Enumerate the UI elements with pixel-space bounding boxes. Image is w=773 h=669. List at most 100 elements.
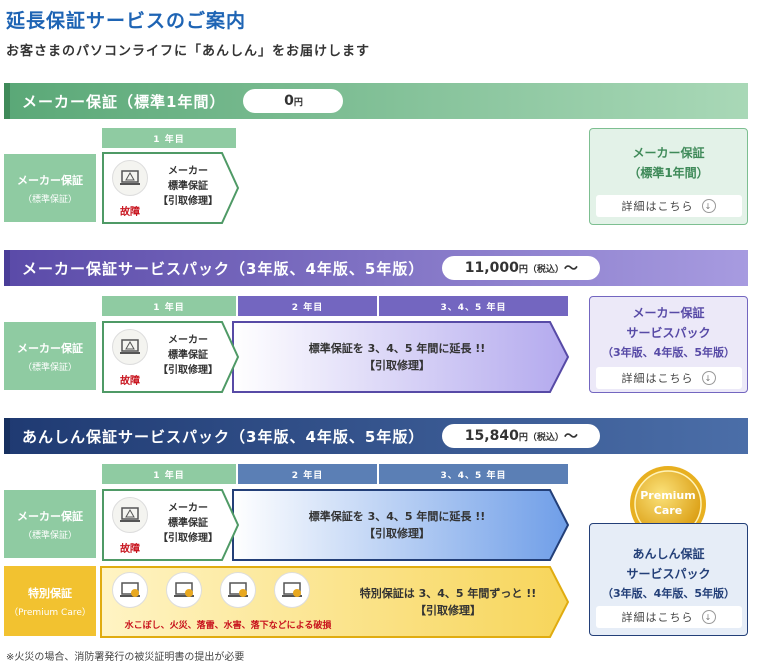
section1-standard-arrow: 故障 メーカー 標準保証 【引取修理】 — [102, 152, 240, 224]
footnote: ※火災の場合、消防署発行の被災証明書の提出が必要 — [6, 652, 245, 663]
section1-std-l3: 【引取修理】 — [158, 196, 218, 207]
section1-detail-label: 詳細はこちら — [621, 200, 694, 213]
section2-card: メーカー保証 サービスパック （3年版、4年版、5年版） 詳細はこちら ↓ — [589, 296, 748, 393]
section1-standard-text: メーカー 標準保証 【引取修理】 — [156, 164, 220, 209]
section1-card: メーカー保証 （標準1年間） 詳細はこちら ↓ — [589, 128, 748, 225]
laptop-warning-icon — [112, 329, 148, 365]
section3-price-value: 15,840 — [464, 428, 519, 444]
section2-std-l1: メーカー — [168, 335, 208, 346]
section1-price-value: 0 — [284, 93, 294, 109]
section3-special-text: 特別保証は 3、4、5 年間ずっと !! 【引取修理】 — [348, 585, 548, 619]
section2-standard-text: メーカー 標準保証 【引取修理】 — [156, 333, 220, 378]
fire-icon — [166, 572, 202, 608]
water-spill-icon — [112, 572, 148, 608]
section3-extension-text: 標準保証を 3、4、5 年間に延長 !! 【引取修理】 — [252, 508, 542, 542]
section2-extension-arrow: 標準保証を 3、4、5 年間に延長 !! 【引取修理】 — [232, 321, 570, 393]
info-arrow-icon: ↓ — [701, 199, 716, 213]
special-icons-row — [112, 572, 310, 608]
section2-detail-button[interactable]: 詳細はこちら ↓ — [595, 367, 742, 389]
section3-special-l2: 【引取修理】 — [415, 604, 481, 617]
section3-extension-arrow: 標準保証を 3、4、5 年間に延長 !! 【引取修理】 — [232, 489, 570, 561]
section3-std-l1: メーカー — [168, 503, 208, 514]
flood-icon — [274, 572, 310, 608]
section1-price-unit: 円 — [293, 97, 303, 108]
section2-price-unit: 円（税込） — [518, 264, 564, 275]
section1-left-label: メーカー保証 （標準保証） — [4, 154, 96, 222]
section3-title: あんしん保証サービスパック（3年版、4年版、5年版） — [22, 427, 425, 446]
section1-left-label-text: メーカー保証 — [17, 173, 83, 187]
section3-special-label: 特別保証 （Premium Care） — [4, 566, 96, 636]
section3-std-l3: 【引取修理】 — [158, 533, 218, 544]
section3-special-label-sub: （Premium Care） — [9, 607, 91, 618]
info-arrow-icon: ↓ — [701, 371, 716, 385]
section2-kosho: 故障 — [120, 376, 140, 387]
section1-std-l1: メーカー — [168, 166, 208, 177]
special-icons-caption: 水こぼし、火災、落雷、水害、落下などによる破損 — [124, 621, 332, 631]
section2-detail-label: 詳細はこちら — [621, 372, 694, 385]
section3-detail-button[interactable]: 詳細はこちら ↓ — [595, 606, 742, 628]
section3-price-tail: 〜 — [563, 429, 578, 445]
section3-special-label-text: 特別保証 — [28, 586, 72, 600]
section3-left-label-sub: （標準保証） — [22, 530, 77, 541]
section3-std-l2: 標準保証 — [168, 518, 208, 529]
medal-line2: Care — [653, 504, 683, 517]
section2-ext-l1: 標準保証を 3、4、5 年間に延長 !! — [308, 342, 486, 355]
page-title: 延長保証サービスのご案内 — [6, 10, 247, 32]
section2-year2-header: 2 年目 — [238, 296, 377, 316]
section3-card-versions: （3年版、4年版、5年版） — [602, 587, 735, 600]
section3-card-title: あんしん保証 — [632, 547, 705, 561]
section2-ext-l2: 【引取修理】 — [364, 359, 430, 372]
section3-year2-header: 2 年目 — [238, 464, 377, 484]
section3-kosho: 故障 — [120, 544, 140, 555]
section1-std-l2: 標準保証 — [168, 181, 208, 192]
section2-card-versions: （3年版、4年版、5年版） — [602, 346, 735, 359]
section3-price-unit: 円（税込） — [518, 432, 564, 443]
section3-standard-text: メーカー 標準保証 【引取修理】 — [156, 501, 220, 546]
medal-line1: Premium — [640, 489, 696, 502]
section3-card: あんしん保証 サービスパック （3年版、4年版、5年版） 詳細はこちら ↓ — [589, 523, 748, 636]
section2-year1-header: 1 年目 — [102, 296, 236, 316]
section1-kosho: 故障 — [120, 207, 140, 218]
section2-title: メーカー保証サービスパック（3年版、4年版、5年版） — [22, 259, 425, 278]
section2-card-subtitle: サービスパック — [626, 326, 711, 340]
section1-detail-button[interactable]: 詳細はこちら ↓ — [595, 195, 742, 217]
section1-card-subtitle: （標準1年間） — [628, 166, 709, 180]
section2-year3-header: 3、4、5 年目 — [379, 296, 568, 316]
section1-title: メーカー保証（標準1年間） — [22, 92, 226, 111]
section3-left-label: メーカー保証 （標準保証） — [4, 490, 96, 558]
section3-ext-l2: 【引取修理】 — [364, 527, 430, 540]
section2-extension-text: 標準保証を 3、4、5 年間に延長 !! 【引取修理】 — [252, 340, 542, 374]
lightning-icon — [220, 572, 256, 608]
section2-std-l2: 標準保証 — [168, 350, 208, 361]
section3-standard-arrow: 故障 メーカー 標準保証 【引取修理】 — [102, 489, 240, 561]
section1-year1-header: 1 年目 — [102, 128, 236, 148]
section3-card-subtitle: サービスパック — [626, 567, 711, 581]
section2-price-tail: 〜 — [563, 261, 578, 277]
section3-special-l1: 特別保証は 3、4、5 年間ずっと !! — [359, 587, 537, 600]
page-subtitle: お客さまのパソコンライフに「あんしん」をお届けします — [6, 44, 371, 59]
section3-year1-header: 1 年目 — [102, 464, 236, 484]
section2-left-label: メーカー保証 （標準保証） — [4, 322, 96, 390]
info-arrow-icon: ↓ — [701, 610, 716, 624]
section3-special-arrow: 水こぼし、火災、落雷、水害、落下などによる破損 特別保証は 3、4、5 年間ずっ… — [100, 566, 570, 638]
section1-card-title: メーカー保証 — [632, 146, 705, 160]
section2-left-label-text: メーカー保証 — [17, 341, 83, 355]
section2-left-label-sub: （標準保証） — [22, 362, 77, 373]
premium-care-medal-text: Premium Care — [628, 488, 708, 518]
section3-ext-l1: 標準保証を 3、4、5 年間に延長 !! — [308, 510, 486, 523]
section2-std-l3: 【引取修理】 — [158, 365, 218, 376]
section1-left-label-sub: （標準保証） — [22, 194, 77, 205]
section3-year3-header: 3、4、5 年目 — [379, 464, 568, 484]
laptop-warning-icon — [112, 497, 148, 533]
section2-standard-arrow: 故障 メーカー 標準保証 【引取修理】 — [102, 321, 240, 393]
section3-left-label-text: メーカー保証 — [17, 509, 83, 523]
section2-card-title: メーカー保証 — [632, 306, 705, 320]
laptop-warning-icon — [112, 160, 148, 196]
section3-detail-label: 詳細はこちら — [621, 611, 694, 624]
